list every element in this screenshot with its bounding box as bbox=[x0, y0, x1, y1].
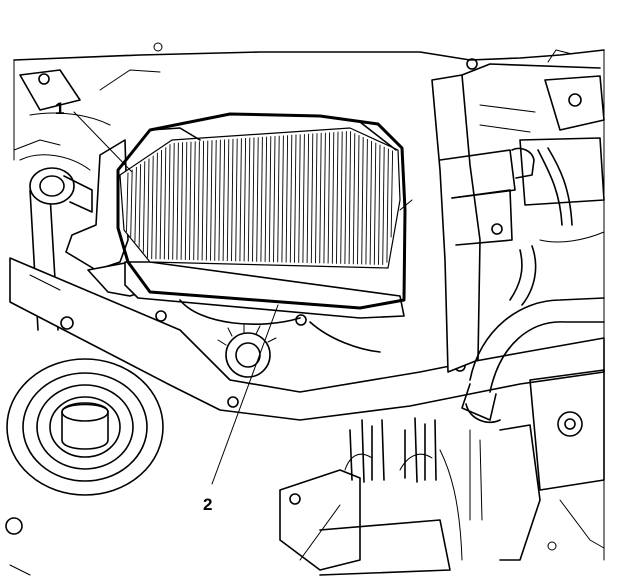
filter-pleat bbox=[218, 139, 221, 261]
filter-pleat bbox=[256, 137, 259, 262]
filter-pleat bbox=[163, 147, 167, 260]
filter-pleat bbox=[214, 139, 217, 261]
callout-label-1: 1 bbox=[55, 99, 64, 118]
filter-pleat bbox=[151, 155, 154, 260]
filter-pleat bbox=[386, 148, 389, 263]
filter-pleat bbox=[357, 135, 360, 265]
filter-pleat bbox=[189, 141, 192, 261]
filter-pleat bbox=[205, 140, 209, 261]
filter-pleat bbox=[340, 131, 343, 264]
filter-pleat bbox=[226, 139, 230, 262]
coolant-hose-right bbox=[461, 245, 605, 424]
air-filter-element bbox=[116, 112, 413, 310]
filter-pleat bbox=[243, 137, 247, 262]
filter-pleat bbox=[273, 136, 276, 263]
filter-pleat bbox=[172, 142, 175, 260]
filter-pleat bbox=[306, 133, 310, 264]
filter-pleat bbox=[193, 141, 196, 261]
filter-pleat bbox=[155, 152, 158, 260]
filter-pleats bbox=[126, 131, 394, 265]
filter-pleat bbox=[281, 135, 284, 263]
filter-pleat bbox=[210, 140, 213, 261]
callout-label-2: 2 bbox=[203, 495, 212, 514]
filter-pleat bbox=[130, 169, 133, 238]
filter-pleat bbox=[247, 137, 251, 262]
filter-pleat bbox=[222, 139, 226, 261]
filter-pleat bbox=[310, 133, 314, 264]
filter-pleat bbox=[319, 132, 322, 264]
filter-pleat bbox=[239, 138, 242, 262]
filter-pleat bbox=[138, 164, 142, 248]
filter-pleat bbox=[142, 161, 146, 253]
strut-tower bbox=[5, 358, 164, 535]
filter-pleat bbox=[348, 131, 352, 265]
filter-pleat bbox=[197, 141, 200, 261]
filter-pleat bbox=[201, 140, 205, 261]
filter-pleat bbox=[252, 137, 255, 262]
filter-pleat bbox=[147, 158, 150, 258]
filter-pleat bbox=[352, 133, 356, 265]
filter-pleat bbox=[134, 166, 137, 243]
filter-housing-tray bbox=[65, 139, 405, 378]
callout-leaders bbox=[73, 111, 279, 485]
leader-line-1 bbox=[73, 111, 133, 173]
upper-right-components bbox=[479, 49, 605, 243]
filter-pleat bbox=[159, 149, 163, 260]
filter-pleat bbox=[331, 132, 335, 264]
filter-pleat bbox=[336, 131, 339, 264]
filter-pleat bbox=[361, 136, 364, 265]
filter-pleat bbox=[323, 132, 326, 264]
wiring-harness bbox=[279, 417, 463, 576]
filter-outline bbox=[116, 112, 407, 310]
upper-left-panel bbox=[13, 42, 163, 151]
filter-pleat bbox=[289, 134, 293, 263]
coolant-hose-left bbox=[19, 154, 93, 331]
filter-pleat bbox=[231, 138, 234, 262]
filter-pleat bbox=[264, 136, 268, 262]
filter-pleat bbox=[235, 138, 238, 262]
filter-pleat bbox=[365, 138, 368, 265]
filter-pleat bbox=[260, 136, 263, 262]
filter-pleat bbox=[315, 133, 318, 264]
filter-pleat bbox=[378, 144, 381, 265]
filter-pleat bbox=[285, 135, 289, 263]
filter-pleat bbox=[298, 134, 301, 263]
filter-pleat bbox=[176, 142, 179, 260]
filter-pleat bbox=[184, 141, 188, 260]
filter-pleat bbox=[344, 131, 347, 265]
lower-right-components bbox=[469, 369, 605, 561]
filter-pleat bbox=[268, 136, 272, 263]
filter-pleat bbox=[294, 134, 297, 263]
filter-pleat bbox=[126, 172, 129, 232]
outer-frame-line bbox=[13, 49, 605, 61]
vertical-support-bar bbox=[431, 58, 601, 373]
filter-pleat bbox=[277, 135, 280, 263]
filter-pleat bbox=[302, 134, 305, 263]
filter-pleat bbox=[168, 144, 171, 260]
filter-pleat bbox=[369, 140, 373, 265]
bottom-corner-line bbox=[9, 564, 31, 576]
filter-pleat bbox=[390, 150, 394, 238]
leader-line-2 bbox=[211, 304, 279, 485]
filter-pleat bbox=[382, 146, 385, 265]
filter-pleat bbox=[327, 132, 331, 264]
filter-pleat bbox=[373, 142, 377, 265]
filter-pleat bbox=[180, 142, 184, 260]
